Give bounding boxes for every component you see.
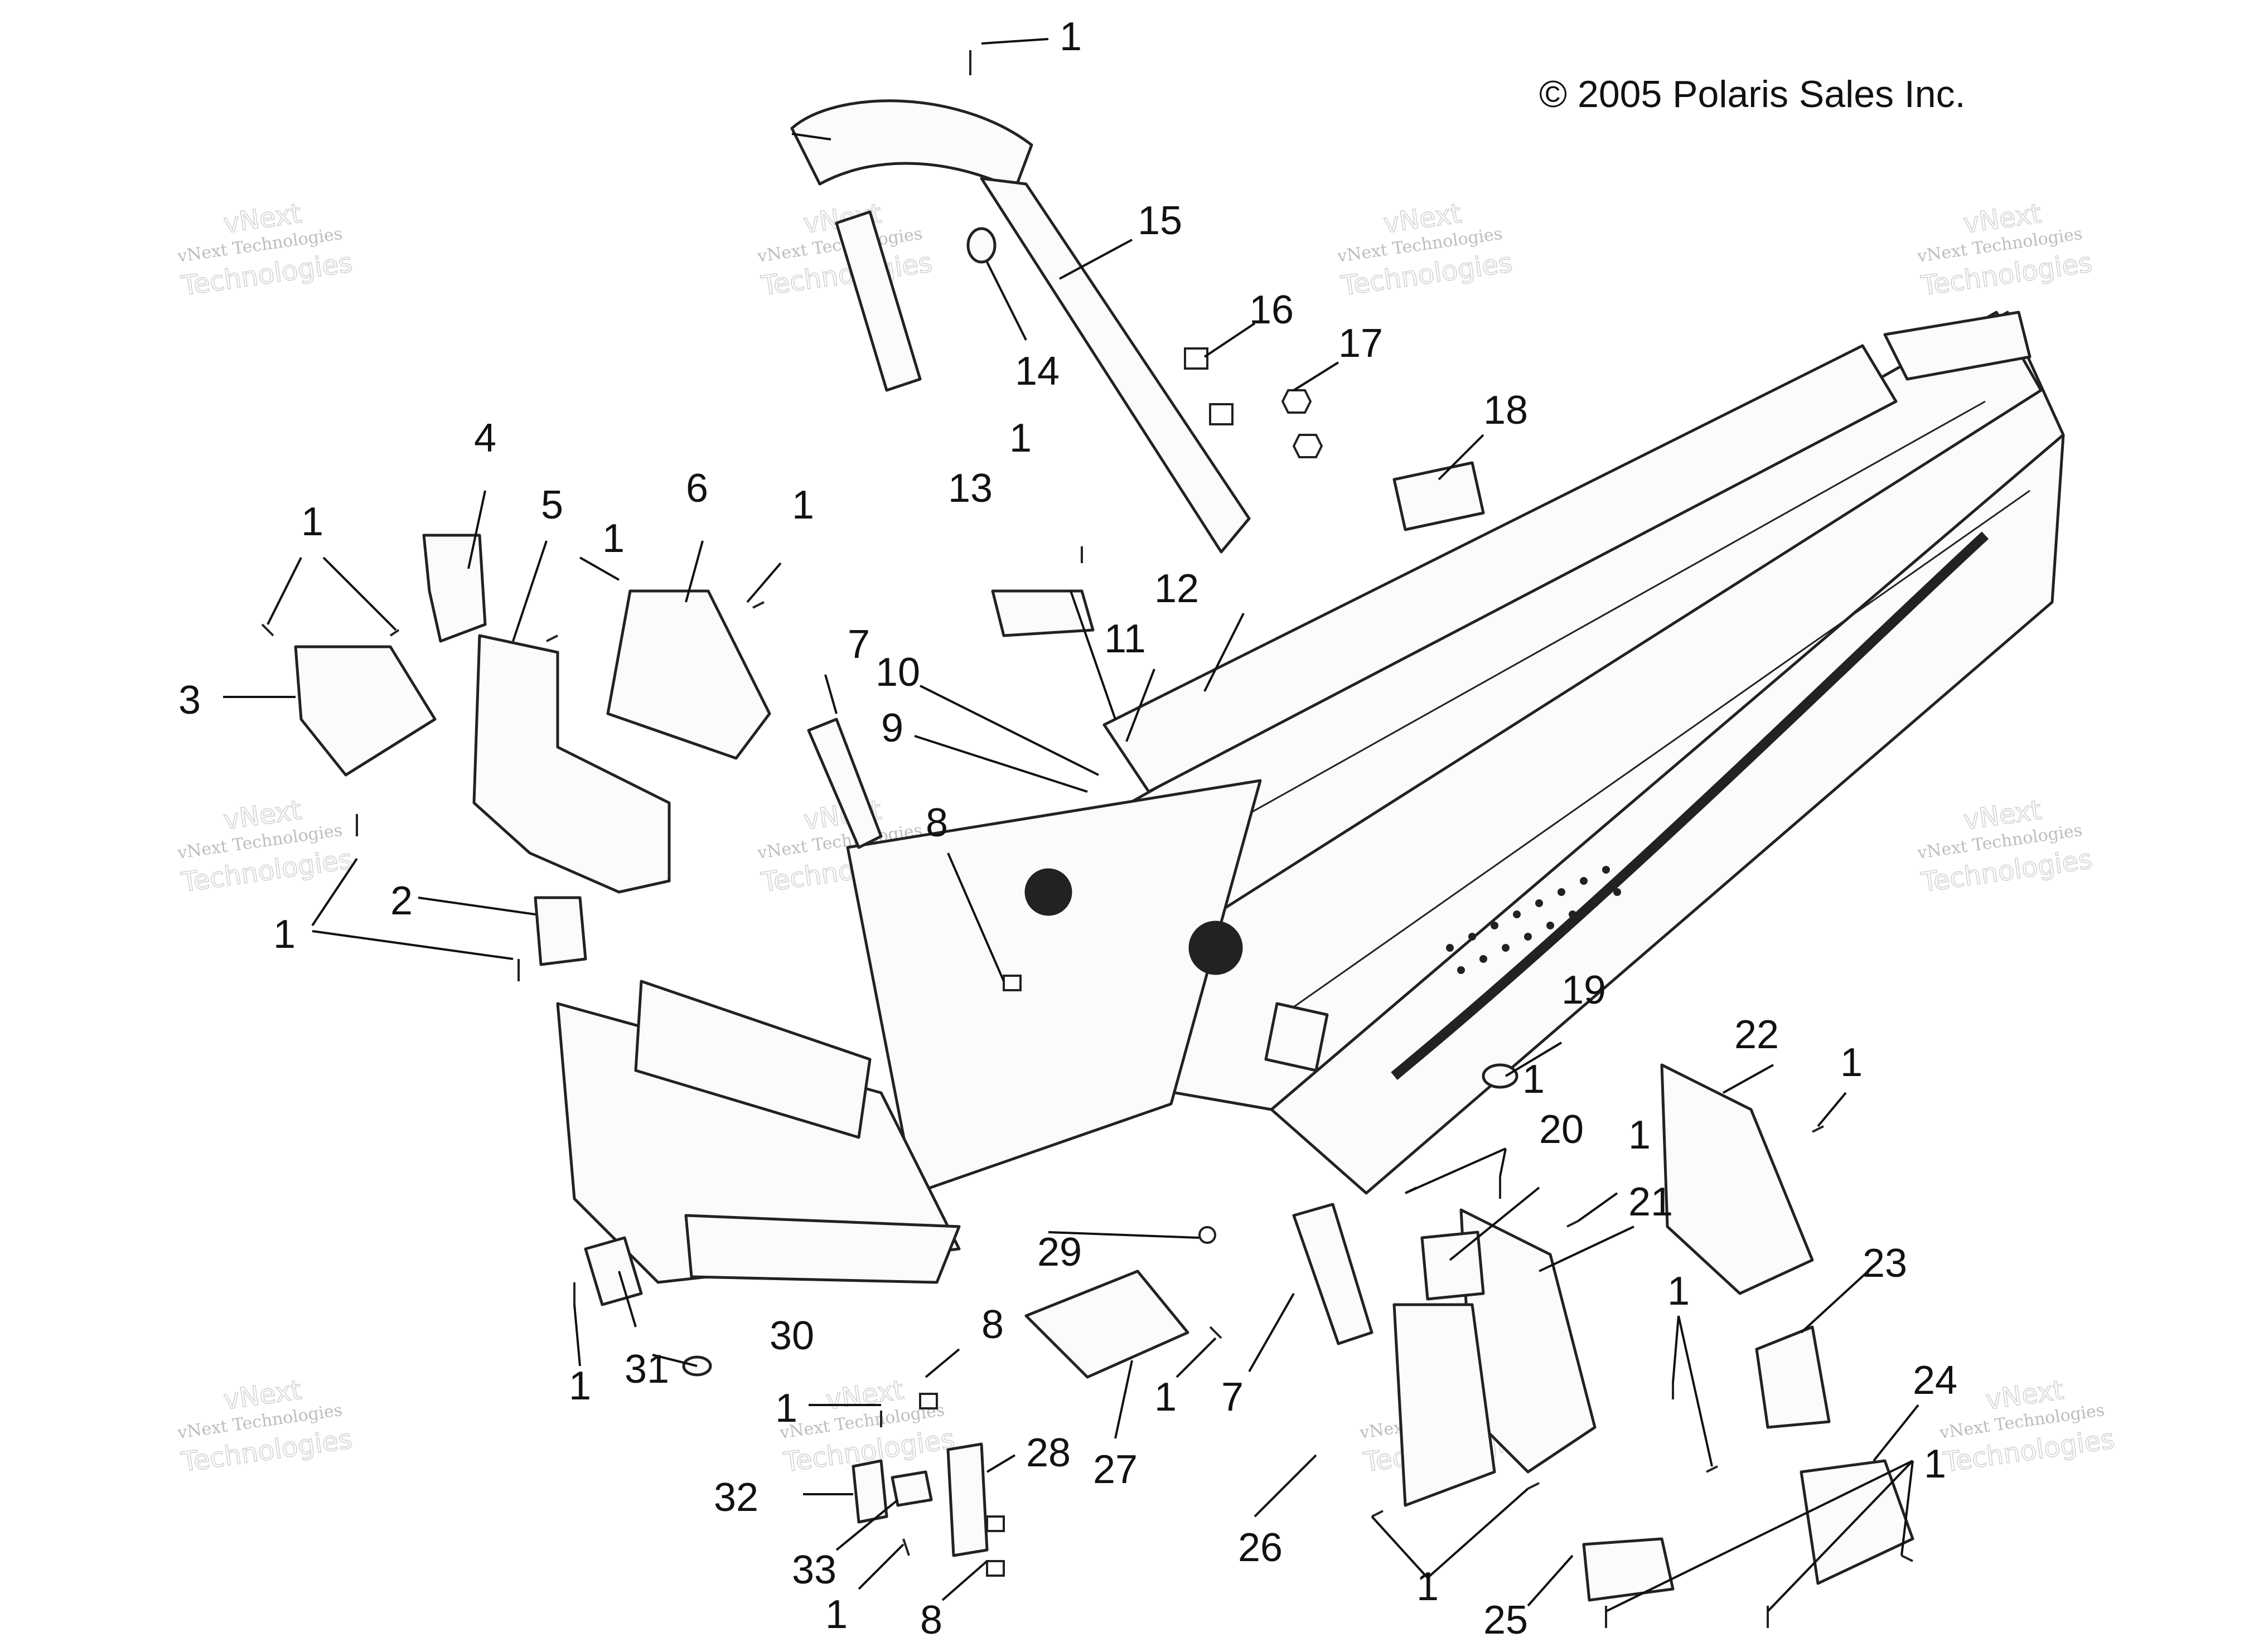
part-29-fastener [1198,1226,1216,1244]
tunnel-perforations [1446,866,1621,974]
part-22-cowl [1660,1063,1814,1295]
callout-10: 10 [876,650,920,695]
callout-1: 1 [1416,1564,1439,1609]
watermark-tile: vNext vNext Technologies Technologies [1938,1374,2117,1479]
callout-9: 9 [881,706,903,750]
front-bulkhead [556,779,1329,1284]
callout-22: 22 [1734,1012,1779,1057]
part-25-bracket [1582,1537,1675,1602]
watermark-tile: vNext vNext Technologies Technologies [176,197,355,302]
part-28-bracket [946,1442,989,1557]
callout-30: 30 [770,1314,814,1358]
tunnel-side-rail [1391,531,1989,1080]
callout-31: 31 [625,1347,669,1392]
callout-8: 8 [920,1598,942,1643]
steering-post [790,99,1251,554]
callout-13: 13 [948,466,993,511]
callout-1: 1 [1060,14,1082,59]
part-3-plate [294,645,437,777]
callout-3: 3 [178,678,201,723]
callout-7: 7 [1221,1375,1244,1420]
part-31-bracket [584,1236,643,1306]
part-13-block [991,589,1095,637]
callout-23: 23 [1863,1241,1907,1286]
callout-7: 7 [848,622,870,667]
callout-8: 8 [926,801,948,845]
callout-16: 16 [1249,288,1294,332]
callout-1: 1 [1667,1269,1690,1314]
part-23-bracket [1755,1325,1831,1429]
part-27-skid [1024,1270,1189,1379]
watermark-tile: vNext vNext Technologies Technologies [176,794,355,899]
part-1-rivets [261,50,1913,1628]
callout-14: 14 [1015,349,1060,394]
part-17-nuts [1281,389,1323,458]
part-19-cap [1482,1063,1518,1089]
part-6-mount [606,589,771,760]
part-18-decal [1392,461,1485,531]
callout-1: 1 [1924,1442,1946,1486]
part-26-panel [1392,1303,1496,1507]
callout-4: 4 [474,416,496,461]
part-5-panel [472,634,671,894]
callout-29: 29 [1037,1230,1082,1275]
callout-5: 5 [541,483,563,527]
callout-1: 1 [602,516,625,561]
callout-17: 17 [1338,321,1383,366]
part-14-bushing [966,227,997,264]
callout-18: 18 [1483,388,1528,433]
callout-2: 2 [390,879,413,923]
callout-27: 27 [1093,1447,1138,1492]
callout-6: 6 [686,466,708,511]
callout-1: 1 [775,1386,797,1431]
part-32-plate [852,1459,888,1524]
callout-1: 1 [1840,1040,1863,1085]
callout-labels: 1 15 14 16 17 18 1 13 12 11 10 9 7 8 4 5… [178,14,1957,1643]
callout-1: 1 [825,1592,848,1637]
part-16-bolts [1184,347,1234,425]
leader-lines [223,38,1919,1612]
callout-1: 1 [301,500,323,544]
callout-11: 11 [1104,617,1146,661]
callout-1: 1 [1009,416,1032,461]
watermark-tile: vNext vNext Technologies Technologies [778,1374,957,1479]
callout-19: 19 [1561,968,1606,1012]
callout-1: 1 [273,912,296,957]
callout-12: 12 [1154,566,1199,611]
callout-1: 1 [569,1364,591,1408]
watermark-tile: vNext vNext Technologies Technologies [1916,794,2095,899]
part-8-bolts [919,975,1022,1577]
callout-1: 1 [792,483,814,527]
callout-28: 28 [1026,1431,1071,1475]
part-33-clip [891,1470,933,1507]
part-2-bracket [534,896,587,966]
part-20-block [1420,1230,1485,1301]
callout-20: 20 [1539,1107,1584,1152]
part-7-lower-plate [1292,1203,1373,1345]
callout-1: 1 [1522,1057,1545,1102]
callout-24: 24 [1913,1358,1957,1403]
watermark-tile: vNext vNext Technologies Technologies [1336,197,1515,302]
copyright-notice: © 2005 Polaris Sales Inc. [1539,73,1966,115]
callout-25: 25 [1483,1598,1528,1643]
callout-1: 1 [1628,1113,1651,1157]
callout-33: 33 [792,1548,836,1592]
part-7-strip [807,718,883,849]
watermark-tile: vNext vNext Technologies Technologies [1916,197,2095,302]
callout-15: 15 [1138,198,1182,243]
callout-26: 26 [1238,1525,1283,1570]
chassis-tunnel [1013,311,2065,1195]
callout-1: 1 [1154,1375,1177,1420]
part-24-panel [1800,1459,1914,1585]
callout-21: 21 [1628,1180,1673,1224]
watermark-tile: vNext vNext Technologies Technologies [176,1374,355,1479]
part-4-bracket [422,534,487,643]
callout-32: 32 [714,1475,758,1520]
callout-8: 8 [981,1302,1004,1347]
